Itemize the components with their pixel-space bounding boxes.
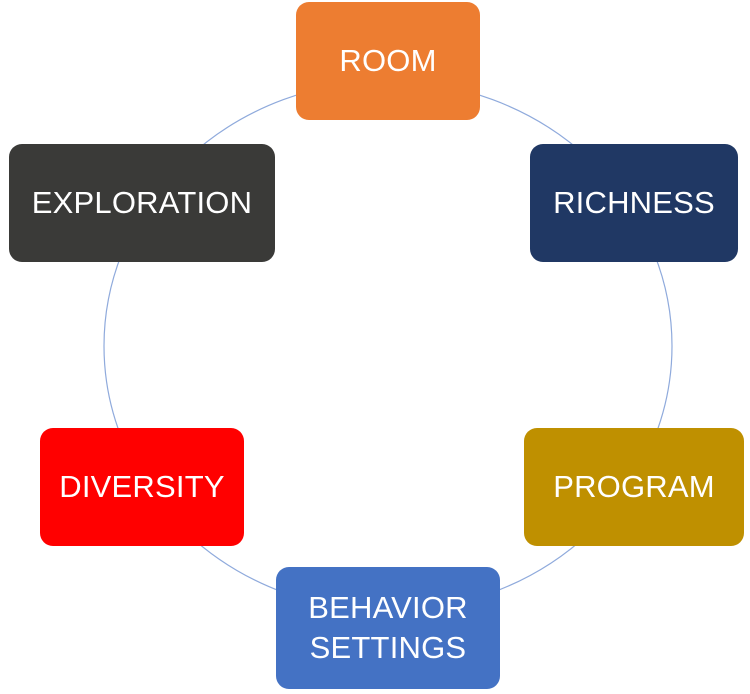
node-behavior-settings-label: BEHAVIOR SETTINGS: [308, 590, 468, 665]
node-behavior-settings: BEHAVIOR SETTINGS: [276, 567, 500, 689]
node-program-label: PROGRAM: [553, 469, 715, 504]
node-exploration: EXPLORATION: [9, 144, 275, 262]
node-richness-label: RICHNESS: [553, 185, 715, 220]
node-diversity-label: DIVERSITY: [59, 469, 225, 504]
node-room-label: ROOM: [339, 43, 437, 78]
node-program: PROGRAM: [524, 428, 744, 546]
node-room: ROOM: [296, 2, 480, 120]
node-diversity: DIVERSITY: [40, 428, 244, 546]
node-richness: RICHNESS: [530, 144, 738, 262]
node-exploration-label: EXPLORATION: [31, 185, 253, 220]
